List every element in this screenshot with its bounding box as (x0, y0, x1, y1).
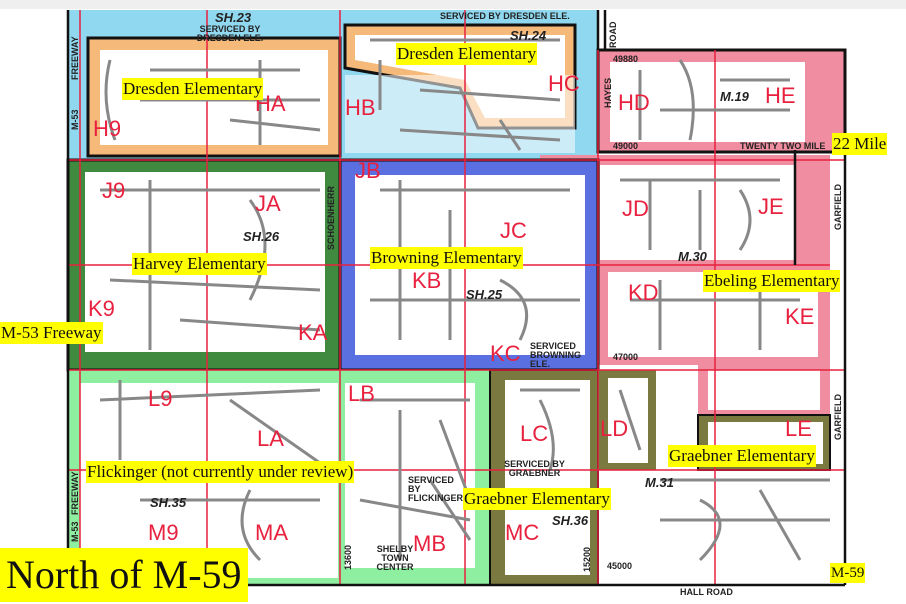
map-text: SERVICED BY DRESDEN ELE. (196, 24, 264, 43)
map-text: SH.24 (510, 28, 547, 43)
district-code: KE (785, 304, 815, 329)
district-code: JE (758, 194, 784, 219)
label-harvey-elementary: Harvey Elementary (132, 253, 267, 275)
map-text: SH.26 (243, 229, 280, 244)
district-code: JC (500, 218, 527, 243)
label-browning-elementary: Browning Elementary (370, 247, 523, 269)
map-text: SERVICED BY GRAEBNER (504, 459, 565, 478)
zone-flickinger-east (345, 383, 475, 568)
label-22-mile: 22 Mile (832, 133, 888, 155)
district-code: K9 (88, 296, 115, 321)
district-code: LB (348, 381, 375, 406)
map-text: SCHOENHERR (326, 185, 336, 250)
label-dresden-elementary: Dresden Elementary (122, 78, 264, 100)
district-code: J9 (102, 178, 126, 203)
map-text: SH.36 (552, 513, 589, 528)
map-text: 49000 (613, 141, 639, 151)
district-code: L9 (148, 386, 173, 411)
map-text: 47000 (613, 352, 639, 362)
district-code: HB (345, 95, 376, 120)
map-text: 13600 (343, 544, 353, 570)
district-code: MB (413, 531, 446, 556)
label-flickinger: Flickinger (not currently under review) (86, 461, 355, 483)
map-text: TWENTY TWO MILE (740, 141, 826, 151)
map-text: SERVICED BY FLICKINGER (408, 475, 463, 503)
district-code: KB (412, 268, 442, 293)
label-graebner-elementary: Graebner Elementary (668, 445, 816, 467)
district-code: H9 (93, 116, 122, 141)
map-text: M-53 (70, 109, 80, 130)
district-code: JB (355, 158, 381, 183)
map-text: M.30 (678, 249, 707, 264)
district-code: LE (785, 416, 812, 441)
district-code: MA (255, 520, 288, 545)
district-code: HD (618, 90, 650, 115)
zone-graebner-interior (505, 380, 590, 575)
label-m59: M-59 (830, 563, 866, 583)
district-code: LA (257, 426, 284, 451)
map-text: SH.35 (150, 495, 187, 510)
map-text: FREEWAY (70, 471, 80, 515)
map-text: ROAD (608, 21, 618, 49)
label-m53-freeway: M-53 Freeway (0, 322, 103, 344)
map-text: M.19 (720, 89, 749, 104)
map-text: SHELBY TOWN CENTER (376, 544, 414, 572)
map-text: GARFIELD (833, 184, 843, 230)
district-code: LD (600, 416, 629, 441)
district-code: KD (628, 280, 659, 305)
top-strip (0, 0, 906, 9)
label-dresden-elementary: Dresden Elementary (396, 43, 538, 65)
map-text: 45000 (607, 561, 633, 571)
district-code: JD (622, 196, 649, 221)
map-title: North of M-59 (0, 548, 248, 602)
map-text: GARFIELD (833, 394, 843, 440)
map-text: M.31 (645, 475, 674, 490)
district-code: JA (255, 191, 281, 216)
district-code: M9 (148, 520, 179, 545)
district-code: MC (505, 520, 540, 545)
district-code: KA (298, 320, 328, 345)
map-text: SERVICED BY DRESDEN ELE. (440, 11, 570, 21)
district-code: KC (490, 341, 521, 366)
map-text: HALL ROAD (680, 587, 733, 597)
map-text: HAYES (603, 77, 613, 108)
label-ebeling-elementary: Ebeling Elementary (703, 270, 841, 292)
district-code: HC (548, 71, 580, 96)
map-text: SH.25 (466, 287, 503, 302)
map-text: SERVICED BROWNING ELE. (530, 341, 581, 369)
map-text: SH.23 (215, 10, 252, 25)
zone-ebeling-south-interior (708, 370, 820, 410)
map-text: FREEWAY (70, 36, 80, 80)
district-code: HE (765, 83, 796, 108)
zone-ld-interior (608, 378, 648, 463)
map-text: M-53 (70, 521, 80, 542)
zone-hd-interior (610, 62, 805, 142)
map-text: 49880 (613, 54, 639, 64)
district-code: LC (520, 421, 549, 446)
label-graebner-elementary: Graebner Elementary (463, 488, 611, 510)
map-text: 15200 (582, 546, 592, 572)
